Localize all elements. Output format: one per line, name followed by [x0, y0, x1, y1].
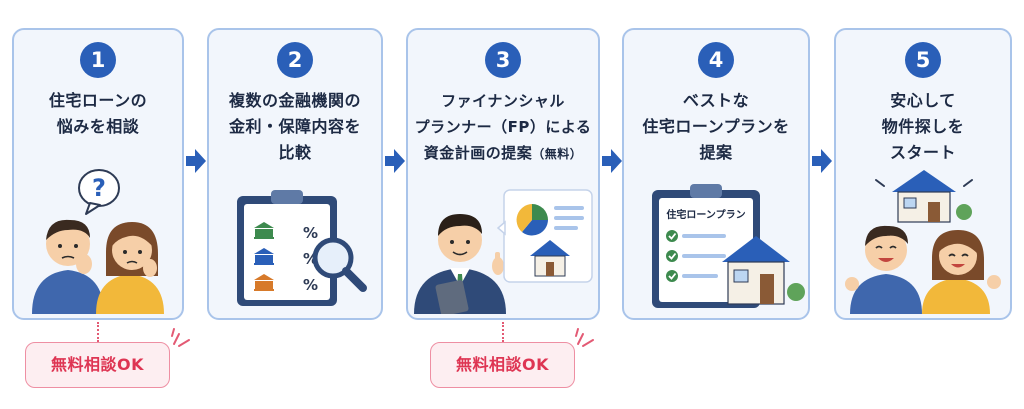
happy-couple-house-illustration	[845, 170, 1001, 314]
sparkle-icon	[171, 328, 190, 347]
bank-icon	[254, 274, 274, 291]
step-number: 4	[698, 42, 734, 78]
arrow-right-icon	[385, 149, 405, 173]
step-title: 複数の金融機関の 金利・保障内容を 比較	[228, 91, 361, 162]
woman-figure	[922, 230, 1001, 314]
loan-plan-document-illustration: 住宅ローンプラン	[652, 184, 805, 308]
woman-figure	[96, 222, 164, 314]
step-title: ベストな 住宅ローンプランを 提案	[642, 91, 790, 162]
badge-connector	[97, 322, 99, 342]
badge-connector	[502, 322, 504, 342]
bank-icon	[254, 248, 274, 265]
financial-planner-illustration	[414, 189, 593, 314]
step-title: ファイナンシャル プランナー（FP）による 資金計画の提案（無料）	[414, 92, 592, 162]
step-4-card: 4 ベストな 住宅ローンプランを 提案 住宅ローンプラン	[622, 28, 810, 320]
house-icon	[875, 170, 973, 223]
man-figure	[845, 225, 922, 314]
man-figure	[32, 219, 104, 314]
house-icon	[530, 240, 570, 277]
house-icon	[722, 236, 805, 305]
arrow-right-icon	[602, 149, 622, 173]
checkmark-icon	[666, 230, 678, 242]
step-number: 5	[905, 42, 941, 78]
step-5-card: 5 安心して 物件探しを スタート	[834, 28, 1012, 320]
step-number: 2	[277, 42, 313, 78]
arrow-right-icon	[186, 149, 206, 173]
step-2-card: 2 複数の金融機関の 金利・保障内容を 比較 % % %	[207, 28, 383, 320]
clipboard-comparison-illustration: % % %	[237, 190, 367, 306]
plan-document-title: 住宅ローンプラン	[666, 208, 745, 221]
rate-percent: %	[303, 276, 318, 294]
worried-couple-illustration: ?	[32, 169, 164, 314]
arrow-right-icon	[812, 149, 832, 173]
svg-text:?: ?	[92, 174, 106, 202]
step-number: 1	[80, 42, 116, 78]
checkmark-icon	[666, 250, 678, 262]
planner-figure	[414, 214, 506, 314]
question-bubble-icon: ?	[78, 169, 120, 215]
magnifier-icon	[312, 237, 367, 292]
bank-icon	[254, 222, 274, 239]
rate-percent: %	[303, 224, 318, 242]
sparkle-icon	[575, 328, 594, 347]
free-consultation-badge: 無料相談OK	[25, 342, 170, 388]
step-3-card: 3 ファイナンシャル プランナー（FP）による 資金計画の提案（無料）	[406, 28, 600, 320]
step-number: 3	[485, 42, 521, 78]
step-title: 住宅ローンの 悩みを相談	[48, 91, 148, 136]
pie-chart-icon	[516, 204, 548, 236]
checkmark-icon	[666, 270, 678, 282]
step-title: 安心して 物件探しを スタート	[881, 91, 965, 162]
presentation-board	[496, 189, 593, 283]
free-consultation-badge: 無料相談OK	[430, 342, 575, 388]
step-1-card: 1 住宅ローンの 悩みを相談 ?	[12, 28, 184, 320]
